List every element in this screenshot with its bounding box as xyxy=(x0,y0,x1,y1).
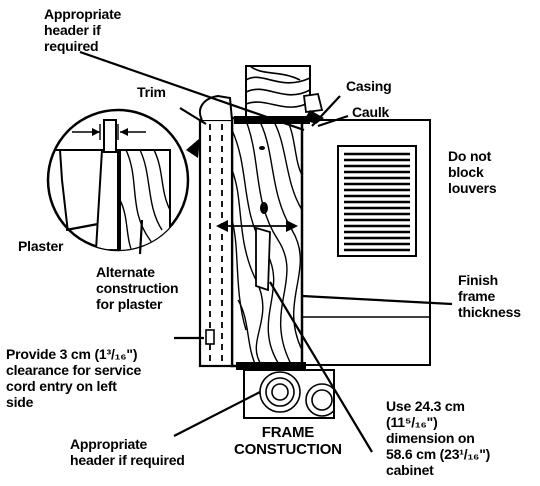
label-trim: Trim xyxy=(137,84,166,100)
label-clearance: Provide 3 cm (1³/₁₆") clearance for serv… xyxy=(6,346,142,410)
wood-frame xyxy=(230,116,304,368)
header-top-block xyxy=(234,65,324,124)
label-alternate-construction: Alternate construction for plaster xyxy=(96,264,179,312)
label-plaster: Plaster xyxy=(18,238,64,254)
label-header-top: Appropriate header if required xyxy=(44,6,122,54)
louver-grille xyxy=(337,145,417,257)
label-louvers: Do not block louvers xyxy=(448,148,497,196)
plaster-detail-magnifier xyxy=(46,108,200,252)
trim-jamb xyxy=(198,94,234,368)
label-casing: Casing xyxy=(346,78,392,94)
leader-lines xyxy=(65,50,453,453)
diagram-title: FRAME CONSTUCTION xyxy=(234,424,342,458)
label-dimension-note: Use 24.3 cm (11⁵/₁₆") dimension on 58.6 … xyxy=(386,398,491,478)
label-caulk: Caulk xyxy=(352,104,390,120)
dimension-arrow xyxy=(216,220,298,232)
label-finish-frame-thickness: Finish frame thickness xyxy=(458,272,521,320)
label-header-bottom: Appropriate header if required xyxy=(70,436,185,468)
